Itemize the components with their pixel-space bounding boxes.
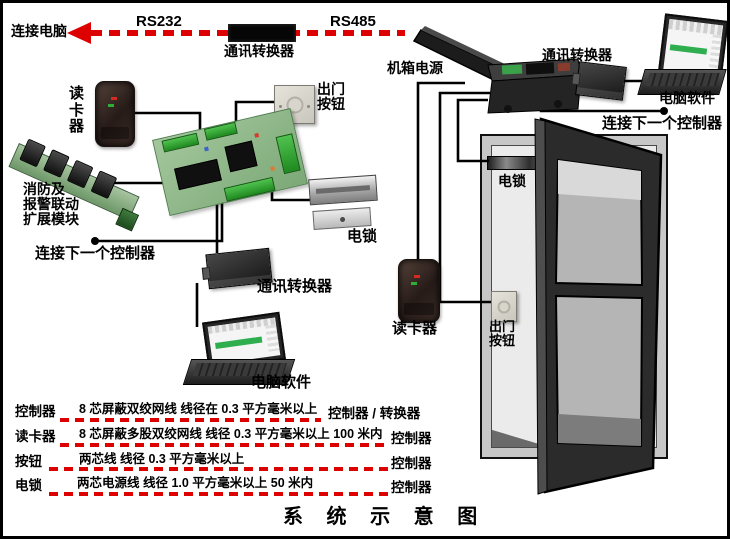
table-row3-from: 按钮 <box>15 454 42 469</box>
reader-led-red <box>414 275 420 278</box>
table-row4-to: 控制器 <box>391 480 432 495</box>
fire-module-label-line3: 扩展模块 <box>23 211 79 227</box>
table-row3-spec: 两芯线 线径 0.3 平方毫米以上 <box>79 452 245 466</box>
chassis-power-label: 机箱电源 <box>387 60 443 76</box>
software-label-bottom: 电脑软件 <box>251 374 312 391</box>
wire-chassis-reader2 <box>416 81 465 261</box>
window-sidebar <box>708 34 722 73</box>
table-row1-from: 控制器 <box>15 404 56 419</box>
chassis-power-device <box>412 26 582 114</box>
component-dot <box>254 132 260 138</box>
table-row4-from: 电锁 <box>15 478 42 493</box>
exit-button-2-device <box>491 291 517 322</box>
converter-right-device <box>571 61 627 101</box>
component-dot <box>204 146 209 152</box>
card-reader-2-label: 读卡器 <box>392 320 438 337</box>
exit-button-circle <box>497 300 511 313</box>
junction-dot-left <box>91 237 99 245</box>
reader-led-green <box>411 282 417 285</box>
fire-module-label-line2: 报警联动 <box>23 196 79 212</box>
maglock-armature <box>312 207 372 230</box>
table-row1-spec: 8 芯屏蔽双绞网线 线径在 0.3 平方毫米以上 <box>79 402 318 416</box>
wire-chassis-button2 <box>438 91 492 304</box>
reader-led-green <box>108 104 114 107</box>
fire-module-label-line1: 消防及 <box>23 181 65 197</box>
next-controller-right-label: 连接下一个控制器 <box>602 115 723 132</box>
reader-band <box>404 303 434 315</box>
lock-label-mid: 电锁 <box>347 228 378 245</box>
card-reader-1-device <box>95 81 135 147</box>
door-panel <box>534 117 663 495</box>
table-row1-to: 控制器 / 转换器 <box>328 406 421 421</box>
bus-converter-label: 通讯转换器 <box>224 43 294 59</box>
table-row2-to: 控制器 <box>391 431 432 446</box>
component-dot <box>270 166 275 171</box>
bus-converter-device <box>228 24 296 42</box>
junction-dot-right <box>660 107 668 115</box>
table-row2-from: 读卡器 <box>15 429 56 444</box>
window-sidebar <box>265 324 280 353</box>
maglock-device <box>308 174 378 206</box>
wire-chassis-doorlock <box>456 98 489 163</box>
screw-dot <box>279 104 282 108</box>
terminal-block <box>275 133 301 175</box>
table-row2-spec: 8 芯屏蔽多股双绞网线 线径 0.3 平方毫米以上 100 米内 <box>79 427 383 441</box>
keyboard <box>645 73 720 87</box>
next-controller-left-label: 连接下一个控制器 <box>35 245 156 262</box>
reader-led-red <box>111 97 117 100</box>
converter-mid-label: 通讯转换器 <box>257 278 333 295</box>
table-row3-to: 控制器 <box>391 456 432 471</box>
rs485-label: RS485 <box>330 13 376 30</box>
connect-pc-label: 连接电脑 <box>11 23 67 39</box>
terminal-block <box>161 132 200 153</box>
maglock-plate <box>315 185 371 194</box>
relay <box>224 140 258 173</box>
exit-button-2-label: 出门按钮 <box>489 319 516 349</box>
progress-bar <box>215 337 263 350</box>
chip <box>174 158 222 191</box>
rs-bus-arrowhead <box>67 22 91 44</box>
exit-button-1-label: 出门按钮 <box>317 81 345 113</box>
rs232-label: RS232 <box>136 13 182 30</box>
armature-screw <box>339 216 346 222</box>
serial-port <box>201 266 211 280</box>
window-toolbar <box>668 18 724 36</box>
card-reader-2-device <box>398 259 440 323</box>
software-label-right: 电脑软件 <box>659 90 715 106</box>
card-reader-1-label: 读卡器 <box>69 85 85 135</box>
progress-bar <box>670 44 708 55</box>
converter-right-label: 通讯转换器 <box>542 47 612 63</box>
reader-band <box>101 127 129 139</box>
table-row4-spec: 两芯电源线 线径 1.0 平方毫米以上 50 米内 <box>77 476 314 490</box>
software-screen <box>207 317 281 365</box>
wire-button1-controller <box>234 100 275 128</box>
screw-dot <box>307 104 310 108</box>
door-lock-label: 电锁 <box>498 173 526 189</box>
diagram-title: 系 统 示 意 图 <box>283 506 487 528</box>
wire-reader1-controller <box>135 111 202 132</box>
serial-port <box>571 72 581 86</box>
